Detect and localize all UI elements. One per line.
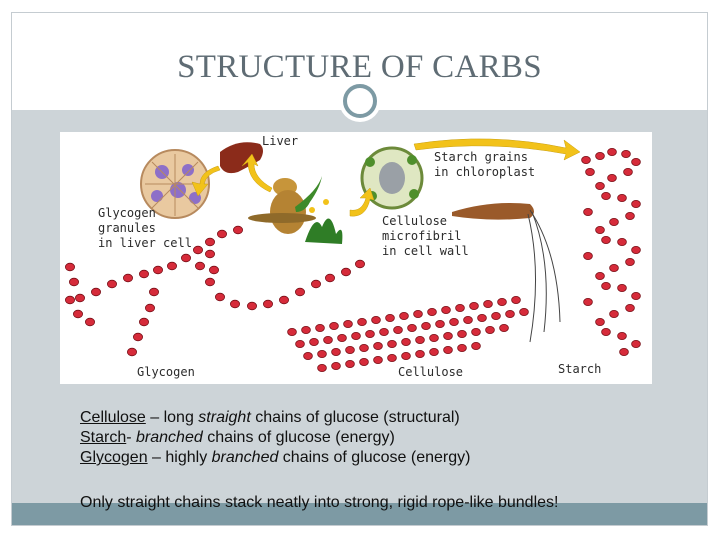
label-cellulose: Cellulose [398,365,464,379]
prairie-dog-icon [248,176,322,234]
definition-glycogen: Glycogen – highly branched chains of glu… [80,448,680,468]
process-arrows [191,138,581,217]
ring-ornament-icon [339,80,381,122]
definition-text: – highly [147,449,212,466]
definition-text: chains of glucose (structural) [250,409,460,426]
definition-text: chains of glucose (energy) [202,429,395,446]
term-glycogen: Glycogen [80,449,148,466]
cellulose-chains [287,295,529,372]
term-cellulose: Cellulose [80,409,146,426]
definition-text: - [126,429,137,446]
label-cellulose-microfibril: Cellulose microfibril in cell wall [382,214,469,258]
definition-cellulose: Cellulose – long straight chains of gluc… [80,408,680,428]
emphasis-branched: branched [211,449,279,466]
plant-icon [305,199,343,244]
emphasis-straight: straight [198,409,251,426]
bottom-bar [12,503,707,525]
definition-starch: Starch- branched chains of glucose (ener… [80,428,680,448]
closing-statement: Only straight chains stack neatly into s… [80,494,559,511]
starch-helix [581,147,641,356]
label-glycogen: Glycogen [137,365,195,379]
emphasis-branched: branched [136,429,203,446]
liver-icon [220,142,263,174]
label-starch: Starch [558,362,602,376]
diagram-illustration [65,138,641,372]
label-liver: Liver [262,134,299,148]
liver-cell-icon [140,149,210,219]
term-starch: Starch [80,429,127,446]
definition-text: chains of glucose (energy) [278,449,471,466]
label-glycogen-granules: Glycogen granules in liver cell [98,206,192,250]
carbohydrate-diagram: Liver Starch grains in chloroplast Glyco… [60,132,652,384]
slide-title: STRUCTURE OF CARBS [177,49,542,85]
definition-text: – long [145,409,199,426]
label-starch-grains: Starch grains in chloroplast [434,150,536,179]
definitions-list: Cellulose – long straight chains of gluc… [80,408,680,468]
cellulose-microfibril-icon [452,203,561,343]
